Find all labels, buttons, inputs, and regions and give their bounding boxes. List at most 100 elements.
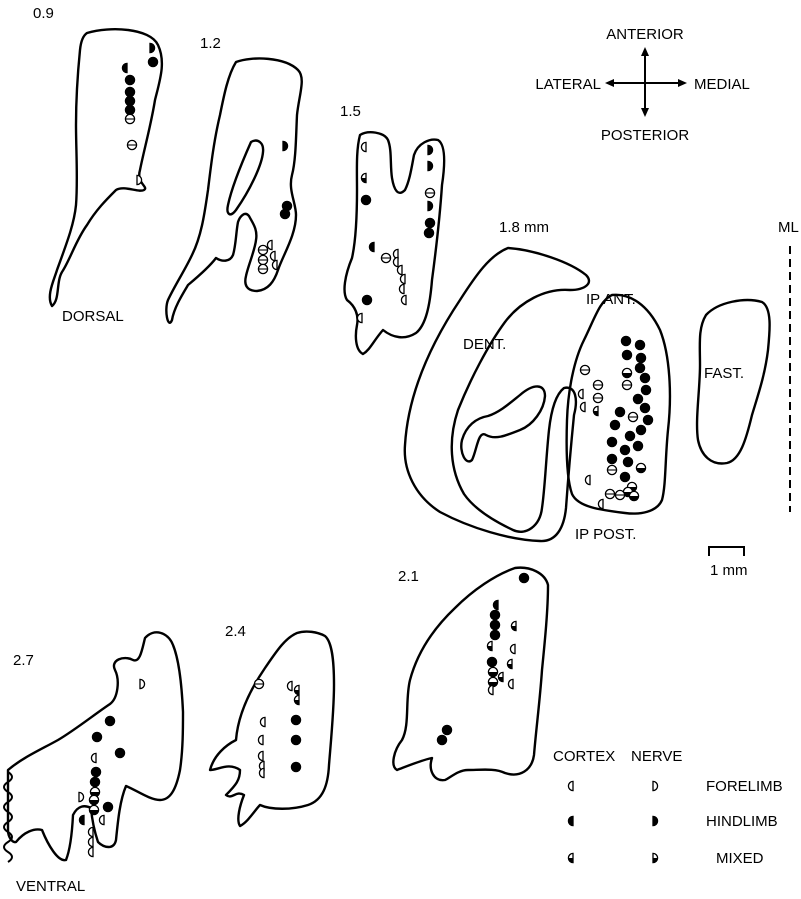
recording-site-marker (254, 679, 263, 688)
legend-symbols (568, 781, 657, 862)
recording-site-marker (635, 340, 644, 349)
recording-site-marker (510, 644, 515, 653)
section-label-1-2: 1.2 (200, 35, 221, 52)
recording-site-marker (607, 465, 616, 474)
section-outline-1-8-dentate (405, 248, 589, 541)
recording-site-marker (90, 777, 99, 786)
scale-bar (709, 547, 744, 556)
section-outline-2-1 (393, 568, 548, 781)
recording-site-marker (622, 380, 631, 389)
recording-site-marker (91, 753, 96, 762)
recording-site-marker (487, 641, 492, 650)
recording-site-marker (125, 114, 134, 123)
recording-site-marker (105, 716, 114, 725)
recording-site-marker (294, 695, 299, 704)
section-label-2-4: 2.4 (225, 623, 246, 640)
section-label-1-8: 1.8 mm (499, 219, 549, 236)
compass-medial: MEDIAL (694, 76, 750, 93)
recording-site-marker (401, 295, 406, 304)
recording-site-marker (640, 403, 649, 412)
recording-site-marker (361, 142, 366, 151)
section-label-2-1: 2.1 (398, 568, 419, 585)
recording-site-marker (488, 685, 493, 694)
recording-site-marker (393, 257, 398, 266)
recording-site-marker (622, 350, 631, 359)
recording-site-marker (615, 407, 624, 416)
recording-site-marker (258, 245, 267, 254)
legend-label-hindlimb: HINDLIMB (706, 813, 778, 830)
recording-site-marker (585, 475, 590, 484)
recording-site-marker (400, 274, 405, 283)
recording-site-marker (259, 768, 264, 777)
level-label-dorsal: DORSAL (62, 308, 124, 325)
recording-site-marker (519, 573, 528, 582)
recording-site-marker (127, 140, 136, 149)
recording-site-marker (103, 802, 112, 811)
recording-site-marker (490, 630, 499, 639)
section-1-8-inner-lamina (461, 386, 545, 461)
scale-bar-label: 1 mm (710, 562, 748, 579)
recording-site-marker (625, 431, 634, 440)
recording-site-marker (362, 295, 371, 304)
section-label-1-5: 1.5 (340, 103, 361, 120)
recording-site-marker (633, 441, 642, 450)
recording-site-marker (490, 610, 499, 619)
legend-nerve-forelimb-symbol (653, 781, 658, 790)
nucleus-label-fastigial: FAST. (704, 365, 744, 382)
recording-site-marker (258, 751, 263, 760)
recording-site-marker (622, 368, 631, 377)
recording-site-marker (621, 336, 630, 345)
recording-site-marker (507, 659, 512, 668)
recording-site-marker (88, 837, 93, 846)
recording-site-marker (607, 437, 616, 446)
recording-site-marker (493, 600, 498, 609)
legend-nerve-mixed-symbol (653, 853, 658, 862)
recording-site-marker (428, 161, 433, 170)
recording-site-marker (125, 87, 134, 96)
recording-site-marker (291, 735, 300, 744)
recording-site-marker (150, 43, 155, 52)
legend-header-nerve: NERVE (631, 748, 682, 765)
recording-site-marker (99, 815, 104, 824)
recording-site-marker (115, 748, 124, 757)
recording-site-marker (437, 735, 446, 744)
recording-site-marker (125, 75, 134, 84)
recording-site-marker (125, 105, 134, 114)
recording-site-marker (428, 201, 433, 210)
recording-site-marker (361, 173, 366, 182)
compass-anterior: ANTERIOR (606, 26, 684, 43)
recording-site-marker (272, 260, 277, 269)
legend-nerve-hindlimb-symbol (653, 816, 658, 825)
recording-site-marker (280, 209, 289, 218)
recording-site-marker (635, 363, 644, 372)
recording-site-marker (260, 717, 265, 726)
recording-site-marker (140, 679, 145, 688)
recording-site-marker (428, 145, 433, 154)
recording-site-marker (148, 57, 157, 66)
level-label-ventral: VENTRAL (16, 878, 85, 895)
recording-site-marker (258, 264, 267, 273)
nucleus-label-dentate: DENT. (463, 336, 506, 353)
recording-site-marker (361, 195, 370, 204)
compass-posterior: POSTERIOR (601, 127, 690, 144)
midline-label: ML (778, 219, 799, 236)
recording-site-marker (498, 672, 503, 681)
recording-site-marker (381, 253, 390, 262)
recording-site-marker (607, 454, 616, 463)
recording-site-marker (623, 457, 632, 466)
recording-site-marker (88, 847, 93, 856)
section-label-0-9: 0.9 (33, 5, 54, 22)
recording-site-marker (640, 373, 649, 382)
recording-site-marker (79, 815, 84, 824)
recording-site-marker (125, 96, 134, 105)
recording-site-marker (424, 228, 433, 237)
recording-site-marker (122, 63, 127, 72)
recording-site-marker (580, 402, 585, 411)
recording-site-marker (488, 667, 497, 676)
recording-site-marker (397, 265, 402, 274)
recording-site-marker (636, 353, 645, 362)
recording-site-marker (598, 499, 603, 508)
recording-site-marker (442, 725, 451, 734)
recording-site-marker (79, 792, 84, 801)
